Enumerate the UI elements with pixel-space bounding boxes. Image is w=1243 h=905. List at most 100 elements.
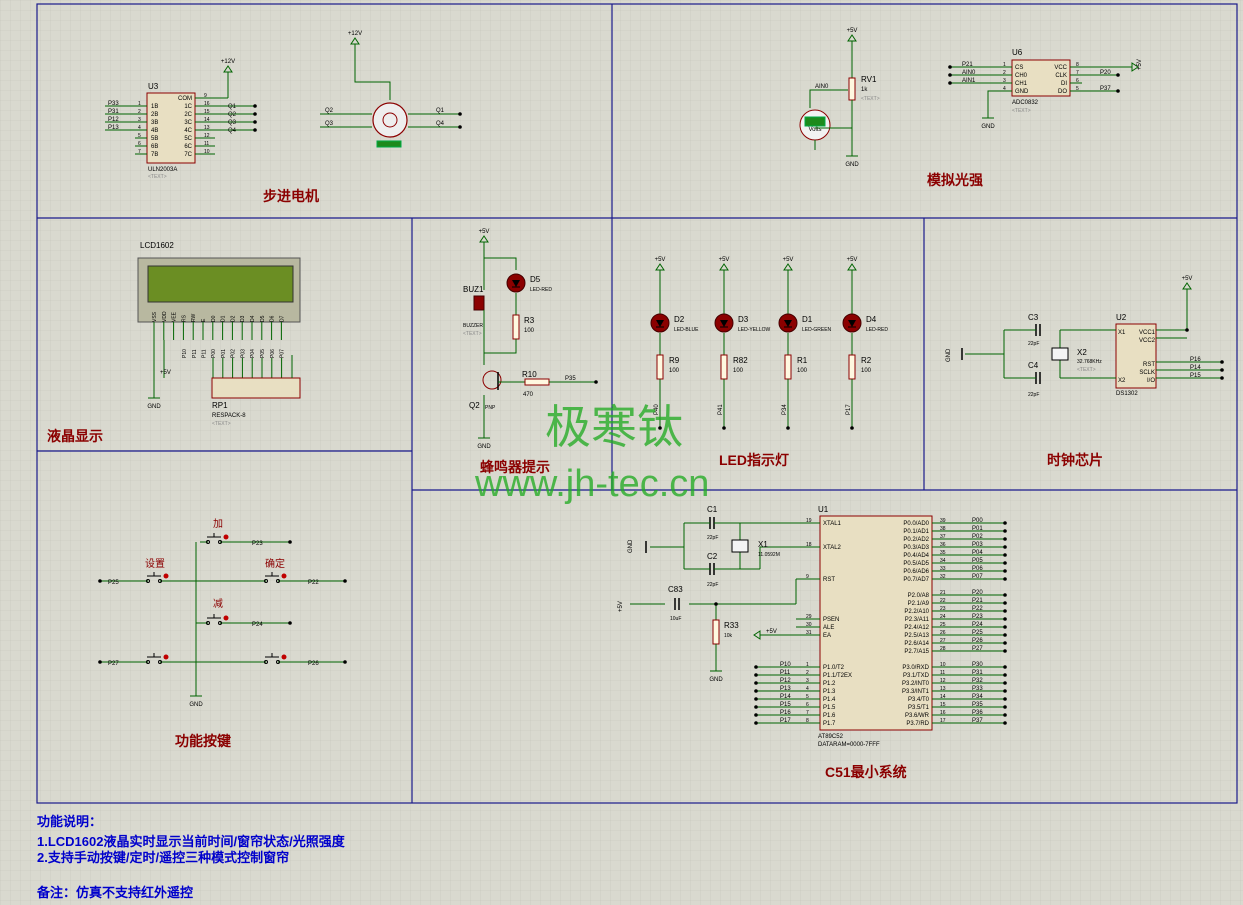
led-ref: D2 [674,315,685,324]
junction-dot [253,104,257,108]
uln-pin-number: 9 [204,93,207,99]
net-label: P00 [972,518,983,524]
junction-dot [850,426,854,430]
adc-body [1011,59,1071,97]
button-indicator [163,654,169,660]
button-contact [218,621,222,625]
uln-pin-name: 7B [151,152,158,158]
junction-dot [714,602,718,606]
net-label: P21 [972,598,983,604]
stepper-motor [372,102,408,138]
c2-ref: C2 [707,552,718,561]
lcd-pin-name: VDD [162,311,168,322]
r33-ref: R33 [724,621,739,630]
net-label: P15 [780,702,791,708]
uln-pin-name: 2C [184,112,192,118]
net-label: P17 [846,404,852,415]
mcu-pin-number: 18 [806,542,812,548]
x2-value: 32.768KHz [1077,359,1102,365]
junction-dot [786,426,790,430]
mcu-pin-name: P3.3/INT1 [902,689,930,695]
mcu-pin-name: P1.2 [823,681,836,687]
buzzer-wire [483,248,517,270]
net-label: P04 [972,550,983,556]
mcu-pin-name: P1.1/T2EX [823,673,852,679]
power-label: +5V [618,601,624,612]
uln-pin-name: 2B [151,112,158,118]
net-label: P34 [972,694,983,700]
net-label: P10 [182,349,188,358]
mcu-pin-number: 24 [940,614,946,620]
c1-ref: C1 [707,505,718,514]
led-part: LED-RED [866,327,888,333]
junction-dot [98,660,102,664]
junction-dot [754,689,758,693]
mcu-pin-name: P3.6/WR [905,713,930,719]
button-contact [146,579,150,583]
notes-heading: 功能说明： [37,814,102,829]
button-indicator [223,615,229,621]
net-label: P15 [1190,373,1201,379]
ds-pin-name: VCC2 [1139,338,1156,344]
adc-pin-number: 5 [1076,86,1079,92]
key-set-label: 设置 [145,558,165,570]
lcd-pin-name: D4 [250,315,256,322]
power-label: +5V [766,629,777,635]
junction-dot [754,665,758,669]
net-label: Q4 [228,128,237,134]
button-indicator [163,573,169,579]
gnd-label: GND [147,404,161,410]
net-label: P16 [780,710,791,716]
rv-value: 1k [861,87,868,93]
junction-dot [1003,665,1007,669]
resistor-r10 [524,378,550,386]
uln-pin-number: 15 [204,109,210,115]
adc-gnd-wire [987,90,1000,112]
potentiometer [848,77,856,101]
junction-dot [1003,641,1007,645]
net-label: P26 [972,638,983,644]
mcu-pin-number: 2 [806,670,809,676]
ea-vcc-arrow [753,630,761,640]
adc-pin-name: GND [1015,89,1029,95]
button-contact [158,660,162,664]
uln-part: ULN2003A [148,167,177,173]
adc-pin-name: CS [1015,65,1023,71]
mcu-pin-number: 26 [940,630,946,636]
net-label: Q3 [325,121,334,127]
text-tag: <TEXT> [1012,108,1031,114]
mcu-pin-name: P1.6 [823,713,836,719]
mcu-pin-name: P2.7/A15 [904,649,929,655]
mcu-pin-name: PSEN [823,617,839,623]
ds-pin-name: I/O [1147,378,1155,384]
mcu-pin-name: P3.1/TXD [903,673,930,679]
mcu-pin-name: P1.0/T2 [823,665,845,671]
net-label: P40 [654,404,660,415]
lcd-pin-name: RS [181,314,187,322]
gnd-label: GND [981,124,995,130]
net-label: P20 [1100,70,1111,76]
lcd-pin-name: D2 [230,315,236,322]
adc-vcc-arrow [1131,62,1139,72]
led-part: LED-GREEN [802,327,832,333]
buzzer-part: BUZZER [463,323,483,329]
junction-dot [343,660,347,664]
mcu-pin-number: 33 [940,566,946,572]
power-label: +12V [348,31,362,37]
net-label: P05 [972,558,983,564]
net-label: P26 [308,661,319,667]
junction-dot [948,81,952,85]
led-diode [656,320,664,327]
d5-ref: D5 [530,275,541,284]
net-label: P25 [108,580,119,586]
mcu-pin-name: P0.3/AD3 [903,545,929,551]
gnd-label: GND [628,539,634,553]
resistor-ref: R82 [733,356,748,365]
ds-pin-name: VCC1 [1139,330,1156,336]
junction-dot [458,125,462,129]
ds1302-body [1115,323,1157,389]
section-stepper-label: 步进电机 [263,188,319,204]
ds-pin-name: SCLK [1139,370,1155,376]
uln-pin-number: 6 [138,141,141,147]
net-label: Q1 [228,104,237,110]
